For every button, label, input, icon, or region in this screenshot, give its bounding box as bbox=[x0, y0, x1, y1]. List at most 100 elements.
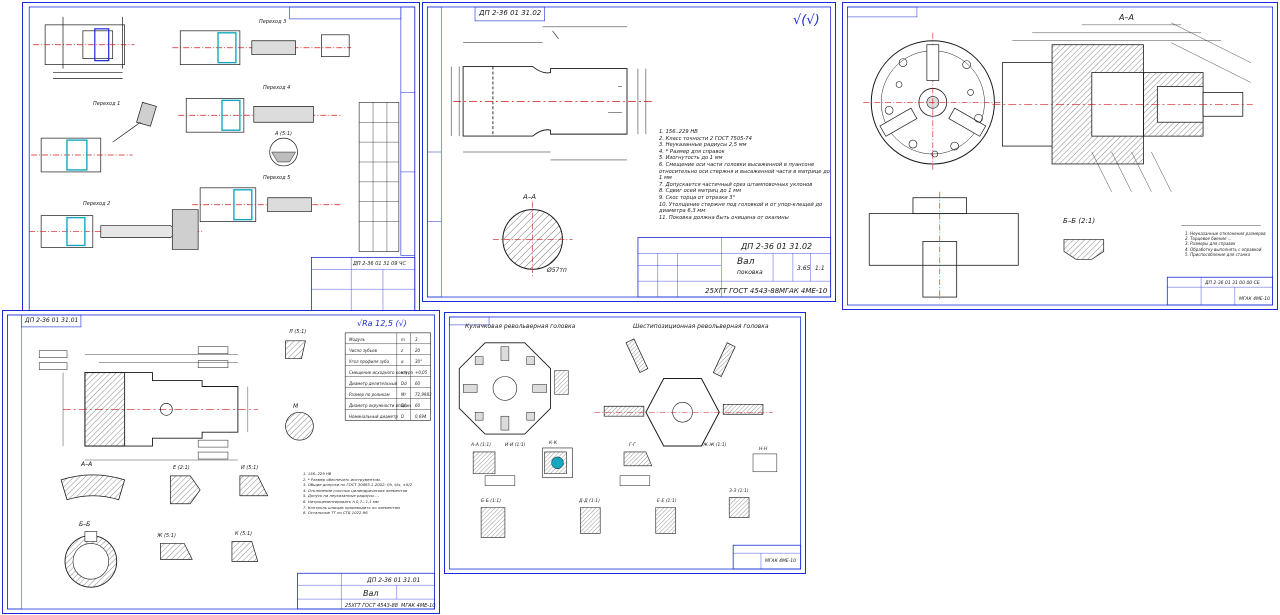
section-diameter: Ø57тп bbox=[547, 267, 567, 274]
view-label-zz: З-З (1:1) bbox=[729, 489, 749, 494]
shaft-org: МГАК 4МЕ-10 bbox=[401, 603, 436, 609]
revolver-title-left: Кулачковая револьверная головка bbox=[465, 323, 576, 330]
table-cell: +0,05 bbox=[415, 370, 428, 375]
shaft-notes: 1. 156..229 НВ 2. * Размер обеспечить ин… bbox=[303, 471, 412, 516]
table-cell: z bbox=[401, 348, 404, 353]
drawing-sheet-2[interactable]: ДП 2-36 01 31.02 √(√) А–А Ø57тп 1. 156..… bbox=[422, 2, 836, 302]
op-label-4: Переход 4 bbox=[263, 85, 291, 91]
note: диаметра 6,3 мм bbox=[659, 208, 706, 215]
view-label-zh: Ж (5:1) bbox=[157, 533, 176, 539]
view-label-m: М bbox=[293, 403, 299, 410]
note: 1 мм bbox=[659, 175, 672, 182]
shaft-material: 25ХГТ ГОСТ 4543-88 bbox=[345, 603, 398, 609]
view-label-dd: Д-Д (1:1) bbox=[579, 499, 600, 504]
shaft-title-name: Вал bbox=[363, 589, 379, 598]
view-label-k: К (5:1) bbox=[235, 531, 253, 537]
forging-notes: 1. 156..229 НВ 2. Класс точности 2 ГОСТ … bbox=[659, 129, 830, 221]
op-label-5: Переход 5 bbox=[263, 175, 291, 181]
table-cell: m bbox=[401, 337, 405, 342]
forging-material: 25ХГТ ГОСТ 4543-88 bbox=[705, 287, 780, 295]
note: 3. Неуказанные радиусы 2,5 мм bbox=[659, 142, 747, 149]
note: 9. Скос торца от отрезки 3° bbox=[659, 194, 736, 201]
view-label-kk: К-К bbox=[549, 441, 558, 446]
table-cell: Диаметр делительный bbox=[349, 381, 398, 386]
forging-mass: 3,65 bbox=[797, 265, 811, 272]
shaft-roughness: √Ra 12,5 (√) bbox=[357, 319, 407, 328]
note: 3. Общие допуски по ГОСТ 30893.1-2002: f… bbox=[303, 482, 413, 488]
forging-corner-code: ДП 2-36 01 31.02 bbox=[479, 9, 542, 17]
note: относительно оси стержня и высаженной ча… bbox=[659, 168, 830, 175]
revolver-title-right: Шестипозиционная револьверная головка bbox=[633, 323, 769, 330]
shaft-title-code: ДП 2-36 01 31.01 bbox=[367, 577, 421, 584]
drawing-sheet-5[interactable]: Кулачковая револьверная головка Шестипоз… bbox=[444, 312, 806, 574]
gear-param-table: Модуль m 3 Число зубьев z 20 Угол профиля зу… bbox=[349, 334, 433, 422]
view-label-ee: Е-Е (1:1) bbox=[657, 499, 677, 504]
note: 4. Отклонение соосных цилиндрических эле… bbox=[303, 487, 408, 493]
table-cell: xm bbox=[401, 370, 408, 375]
detail-a-label: А (5:1) bbox=[275, 131, 292, 137]
assembly-section-bb: Б–Б (2:1) bbox=[1063, 217, 1096, 225]
drawing-sheet-3[interactable]: А–А Б–Б (2:1) 1. Неуказанные отклонения … bbox=[842, 2, 1278, 310]
assembly-org: МГАК 4МЕ-10 bbox=[1239, 297, 1271, 302]
table-cell: Dd bbox=[401, 381, 407, 386]
op-label-2: Переход 2 bbox=[83, 201, 111, 207]
sheet-1-graphics bbox=[28, 6, 416, 314]
assembly-section-aa: А–А bbox=[1119, 13, 1134, 22]
forging-name-1: Вал bbox=[737, 257, 755, 267]
note: 5. Приспособление для станка bbox=[1185, 251, 1251, 257]
view-label-gg: Г-Г bbox=[629, 443, 636, 448]
forging-org: МГАК 4МЕ-10 bbox=[779, 287, 828, 295]
table-cell: Df bbox=[401, 403, 406, 408]
table-cell: Размер по роликам bbox=[349, 392, 390, 397]
table-cell: α bbox=[401, 359, 404, 364]
forging-name-2: поковка bbox=[737, 269, 763, 276]
note: 8. Остальные ТТ по СТБ 1022-96 bbox=[303, 510, 368, 516]
drawing-sheet-4[interactable]: ДП 2-36 01 31.01 √Ra 12,5 (√) Модуль m 3 Ч… bbox=[2, 310, 440, 614]
table-cell: Mr bbox=[401, 392, 407, 397]
table-cell: Угол профиля зуба bbox=[349, 359, 390, 364]
view-label-i: И (5:1) bbox=[241, 465, 259, 471]
table-cell: Смещение исходного контура bbox=[349, 370, 413, 375]
note: 6. Смещение оси части головки высаженной… bbox=[659, 161, 815, 168]
note: 1. 156..229 НВ bbox=[303, 471, 332, 476]
table-cell: 30° bbox=[415, 359, 423, 364]
view-label-aa: А–А bbox=[81, 461, 93, 468]
note: 3. Размеры для справок bbox=[1185, 241, 1236, 247]
revolver-org: МГАК 4МЕ-10 bbox=[765, 559, 797, 564]
table-cell: 60 bbox=[415, 381, 421, 386]
note: 1. Неуказанные отклонения размеров bbox=[1185, 231, 1266, 236]
assembly-title-code: ДП 2-36 01 31 00 00 СБ bbox=[1205, 281, 1260, 286]
view-label-zhzh: Ж-Ж (1:1) bbox=[703, 443, 727, 448]
note: 8. Сдвиг осей матриц до 1 мм bbox=[659, 188, 741, 195]
table-cell: 20 bbox=[415, 348, 421, 353]
drawing-sheet-1[interactable]: ДП 2-36 01 31 09 ЧС Переход 1 Переход 2 … bbox=[22, 2, 420, 318]
sheet-4-graphics bbox=[7, 314, 435, 610]
table-cell: 72,9983 bbox=[415, 392, 432, 397]
view-label-bb: Б–Б bbox=[79, 521, 91, 528]
view-label-aa: А-А (1:1) bbox=[471, 443, 491, 448]
table-cell: Модуль bbox=[349, 337, 365, 342]
table-cell: D bbox=[401, 414, 405, 419]
note: 1. 156..229 НВ bbox=[659, 129, 698, 135]
sheet-5-graphics bbox=[448, 316, 802, 570]
note: 4. Обработку выполнять с оправкой bbox=[1185, 246, 1262, 252]
table-cell: 0,694 bbox=[415, 414, 427, 419]
note: 11. Поковка должна быть очищена от окали… bbox=[659, 214, 789, 221]
table-row: Число зубьев z 20 bbox=[349, 345, 433, 356]
table-cell: 60 bbox=[415, 403, 421, 408]
sheet-1-stamp: ДП 2-36 01 31 09 ЧС bbox=[353, 261, 406, 267]
table-row: Угол профиля зуба α 30° bbox=[349, 356, 433, 367]
note: 7. Допускается частичный срез штамповочн… bbox=[659, 181, 813, 188]
note: 5. Допуск на неуказанные радиусы ... bbox=[303, 493, 379, 499]
note: 2. Класс точности 2 ГОСТ 7505-74 bbox=[659, 135, 752, 142]
view-label-ii: И-И (1:1) bbox=[505, 443, 526, 448]
note: 2. * Размер обеспечить инструментом. bbox=[303, 476, 381, 482]
note: 6. Нитроцементировать h 0,7...1,1 мм bbox=[303, 498, 379, 504]
table-cell: Число зубьев bbox=[349, 348, 377, 353]
section-aa-label: А–А bbox=[523, 193, 537, 201]
table-cell: 3 bbox=[415, 337, 418, 342]
view-label-l: Л (5:1) bbox=[289, 329, 307, 335]
